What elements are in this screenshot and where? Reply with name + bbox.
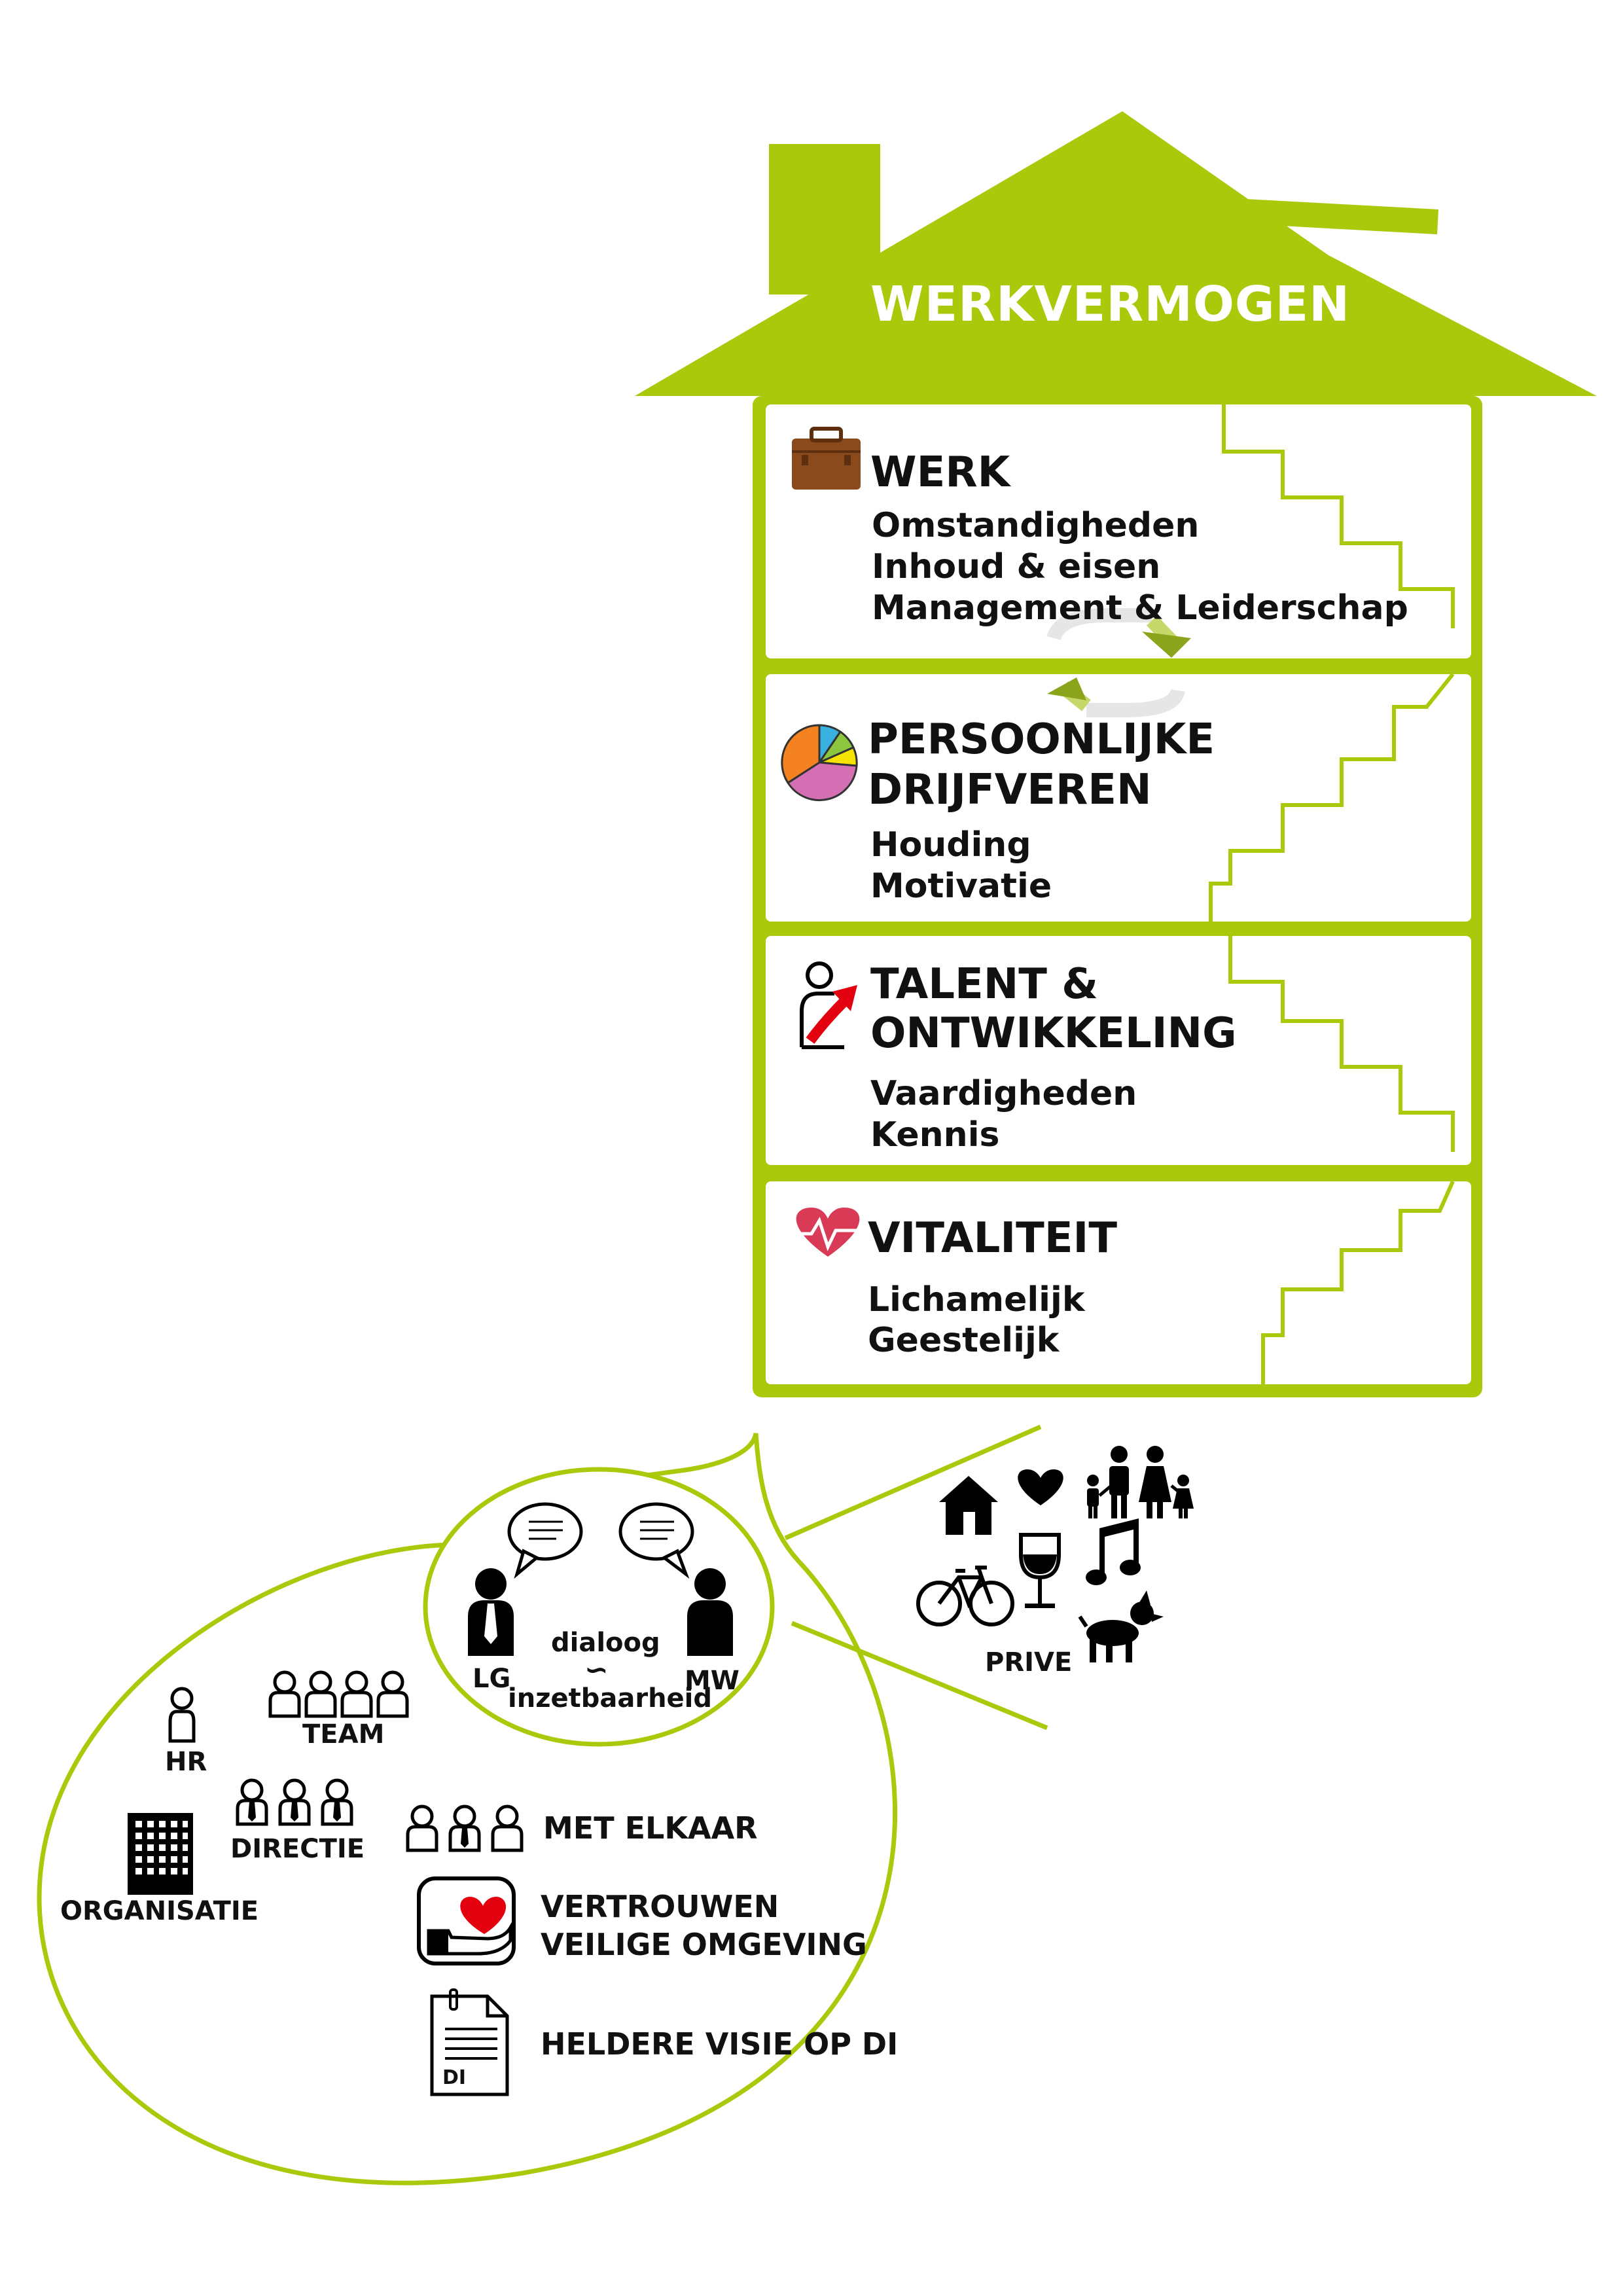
- floor-werk-title: WERK: [870, 448, 1010, 497]
- met-elkaar-icon: [408, 1806, 522, 1850]
- prive-icons: [916, 1446, 1194, 1662]
- trust-hand-icon: [417, 1876, 516, 1965]
- briefcase-icon: [792, 427, 861, 490]
- floor-talent-panel: [766, 936, 1471, 1165]
- floor-talent-title: ONTWIKKELING: [870, 1009, 1237, 1058]
- directie-icon: [238, 1780, 351, 1824]
- team-label: TEAM: [302, 1719, 385, 1749]
- met-elkaar-label: MET ELKAAR: [543, 1810, 758, 1846]
- organisatie-label: ORGANISATIE: [60, 1896, 259, 1926]
- org-bubble: [37, 1433, 897, 2185]
- family-icon: [1087, 1446, 1194, 1518]
- cycle-arrows-icon: [1046, 608, 1191, 717]
- prive-line-top: [784, 1424, 1042, 1541]
- music-note-icon: [1086, 1518, 1141, 1585]
- veilige-omgeving-label: VEILIGE OMGEVING: [541, 1927, 867, 1962]
- person-icon: [468, 1568, 514, 1656]
- wine-glass-icon: [1019, 1533, 1061, 1608]
- heart-icon: [1018, 1469, 1063, 1505]
- floor-vitaliteit-line: Geestelijk: [868, 1321, 1060, 1360]
- person-growth-icon: [800, 961, 857, 1049]
- floor-werk-panel: [766, 404, 1471, 658]
- prive-label: PRIVE: [985, 1647, 1073, 1677]
- dialog-left-label: LG: [473, 1664, 511, 1694]
- floor-talent-line: Vaardigheden: [870, 1074, 1137, 1113]
- dialog-top-word: dialoog: [551, 1628, 660, 1658]
- floor-vitaliteit-title: VITALITEIT: [868, 1214, 1117, 1263]
- floor-talent-line: Kennis: [870, 1115, 1000, 1155]
- roof: [635, 111, 1597, 396]
- document-icon: [430, 1988, 509, 2096]
- heldere-visie-label: HELDERE VISIE OP DI: [541, 2026, 899, 2062]
- vertrouwen-label: VERTROUWEN: [541, 1889, 779, 1924]
- house-icon: [939, 1476, 998, 1535]
- roof-title: WERKVERMOGEN: [870, 276, 1351, 332]
- floor-werk-line: Management & Leiderschap: [872, 588, 1408, 628]
- floor-drijfveren-line: Motivatie: [870, 867, 1052, 906]
- office-building-icon: [128, 1813, 193, 1895]
- bicycle-icon: [916, 1566, 1014, 1626]
- heartbeat-icon: [793, 1208, 863, 1257]
- floor-vitaliteit-line: Lichamelijk: [868, 1280, 1085, 1319]
- floor-drijfveren-title: DRIJFVEREN: [868, 766, 1152, 814]
- dialog-symbol: ∽: [584, 1653, 609, 1687]
- document-di-label: DI: [442, 2066, 467, 2089]
- hr-person-icon: [168, 1687, 196, 1743]
- floor-werk-line: Inhoud & eisen: [872, 547, 1161, 586]
- pie-chart-icon: [781, 724, 858, 802]
- speech-bubble-icon: [507, 1502, 583, 1579]
- staircase: [1209, 404, 1455, 1384]
- floor-vitaliteit-panel: [766, 1181, 1471, 1384]
- person-icon: [687, 1568, 733, 1656]
- dialog-bottom-word: inzetbaarheid: [508, 1683, 713, 1713]
- floor-drijfveren-panel: [766, 674, 1471, 922]
- hr-label: HR: [165, 1747, 207, 1777]
- speech-bubble-icon: [618, 1502, 694, 1579]
- directie-label: DIRECTIE: [230, 1834, 365, 1864]
- prive-line-bottom: [791, 1621, 1048, 1731]
- floor-drijfveren-line: Houding: [870, 825, 1031, 865]
- team-icon: [270, 1672, 407, 1716]
- house: [635, 111, 1597, 1397]
- dialog-right-label: MW: [685, 1666, 740, 1696]
- floor-drijfveren-title: PERSOONLIJKE: [868, 715, 1215, 764]
- floor-talent-title: TALENT &: [870, 960, 1099, 1009]
- org-icons: [128, 1672, 522, 2096]
- chimney-pipe: [1196, 196, 1438, 234]
- floor-werk-line: Omstandigheden: [872, 506, 1200, 545]
- dog-icon: [1078, 1590, 1164, 1662]
- chimney: [769, 144, 880, 295]
